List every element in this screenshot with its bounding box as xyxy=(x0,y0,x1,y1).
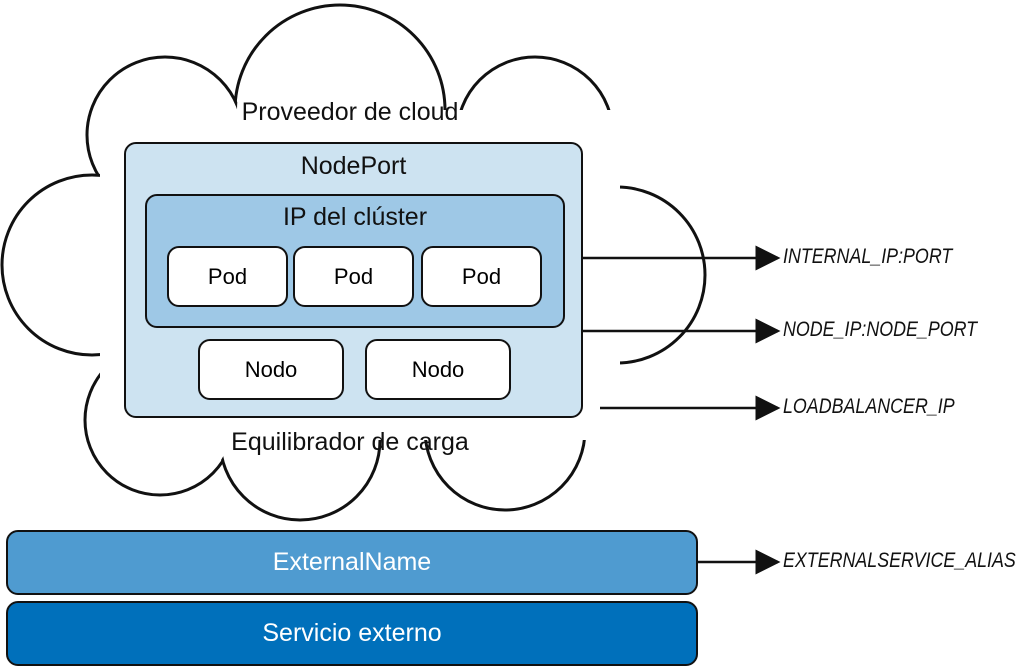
cluster-ip-label: IP del clúster xyxy=(282,203,428,231)
nodeport-label: NodePort xyxy=(300,152,407,180)
node-2: Nodo xyxy=(365,339,511,400)
pod-3: Pod xyxy=(421,246,542,307)
node-1: Nodo xyxy=(198,339,344,400)
cluster-ip-box: IP del clúster Pod Pod Pod xyxy=(145,194,565,328)
loadbalancer-label: Equilibrador de carga xyxy=(231,428,469,456)
endpoint-node-port: NODE_IP:NODE_PORT xyxy=(783,318,978,341)
external-service-box: Servicio externo xyxy=(6,601,698,666)
pod-1: Pod xyxy=(167,246,288,307)
endpoint-external-alias: EXTERNALSERVICE_ALIAS xyxy=(783,549,1016,572)
cloud-provider-label: Proveedor de cloud xyxy=(241,98,459,126)
pod-2: Pod xyxy=(293,246,414,307)
nodeport-box: NodePort IP del clúster Pod Pod Pod Nodo… xyxy=(124,142,583,418)
external-name-box: ExternalName xyxy=(6,530,698,595)
endpoint-internal-ip: INTERNAL_IP:PORT xyxy=(783,245,953,268)
endpoint-loadbalancer: LOADBALANCER_IP xyxy=(783,395,955,418)
